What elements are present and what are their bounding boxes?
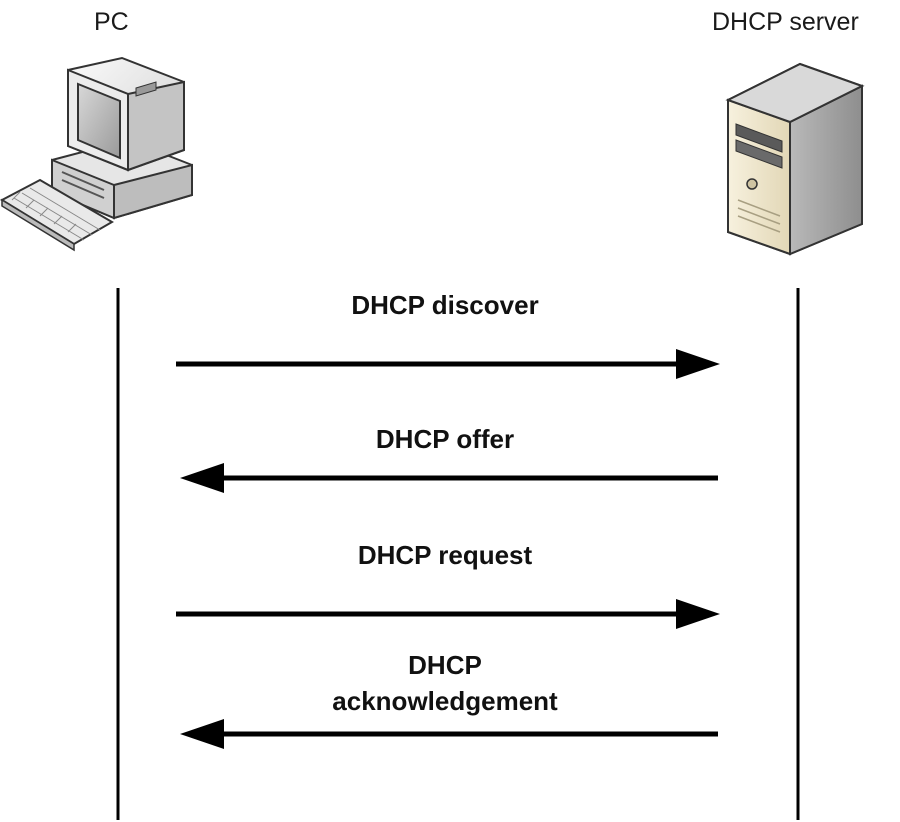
message-request-label: DHCP request xyxy=(357,540,533,570)
arrow-discover xyxy=(176,349,720,379)
pc-label: PC xyxy=(94,8,129,36)
desktop-computer-icon xyxy=(0,56,193,252)
message-acknowledgement-label: DHCP acknowledgement xyxy=(332,650,558,716)
server-label: DHCP server xyxy=(712,8,859,36)
message-offer-label: DHCP offer xyxy=(375,424,515,454)
arrow-request xyxy=(176,599,720,629)
message-discover-label: DHCP discover xyxy=(351,290,539,320)
arrow-offer xyxy=(180,463,718,493)
tower-server-icon xyxy=(725,62,865,256)
arrow-acknowledgement xyxy=(180,719,718,749)
